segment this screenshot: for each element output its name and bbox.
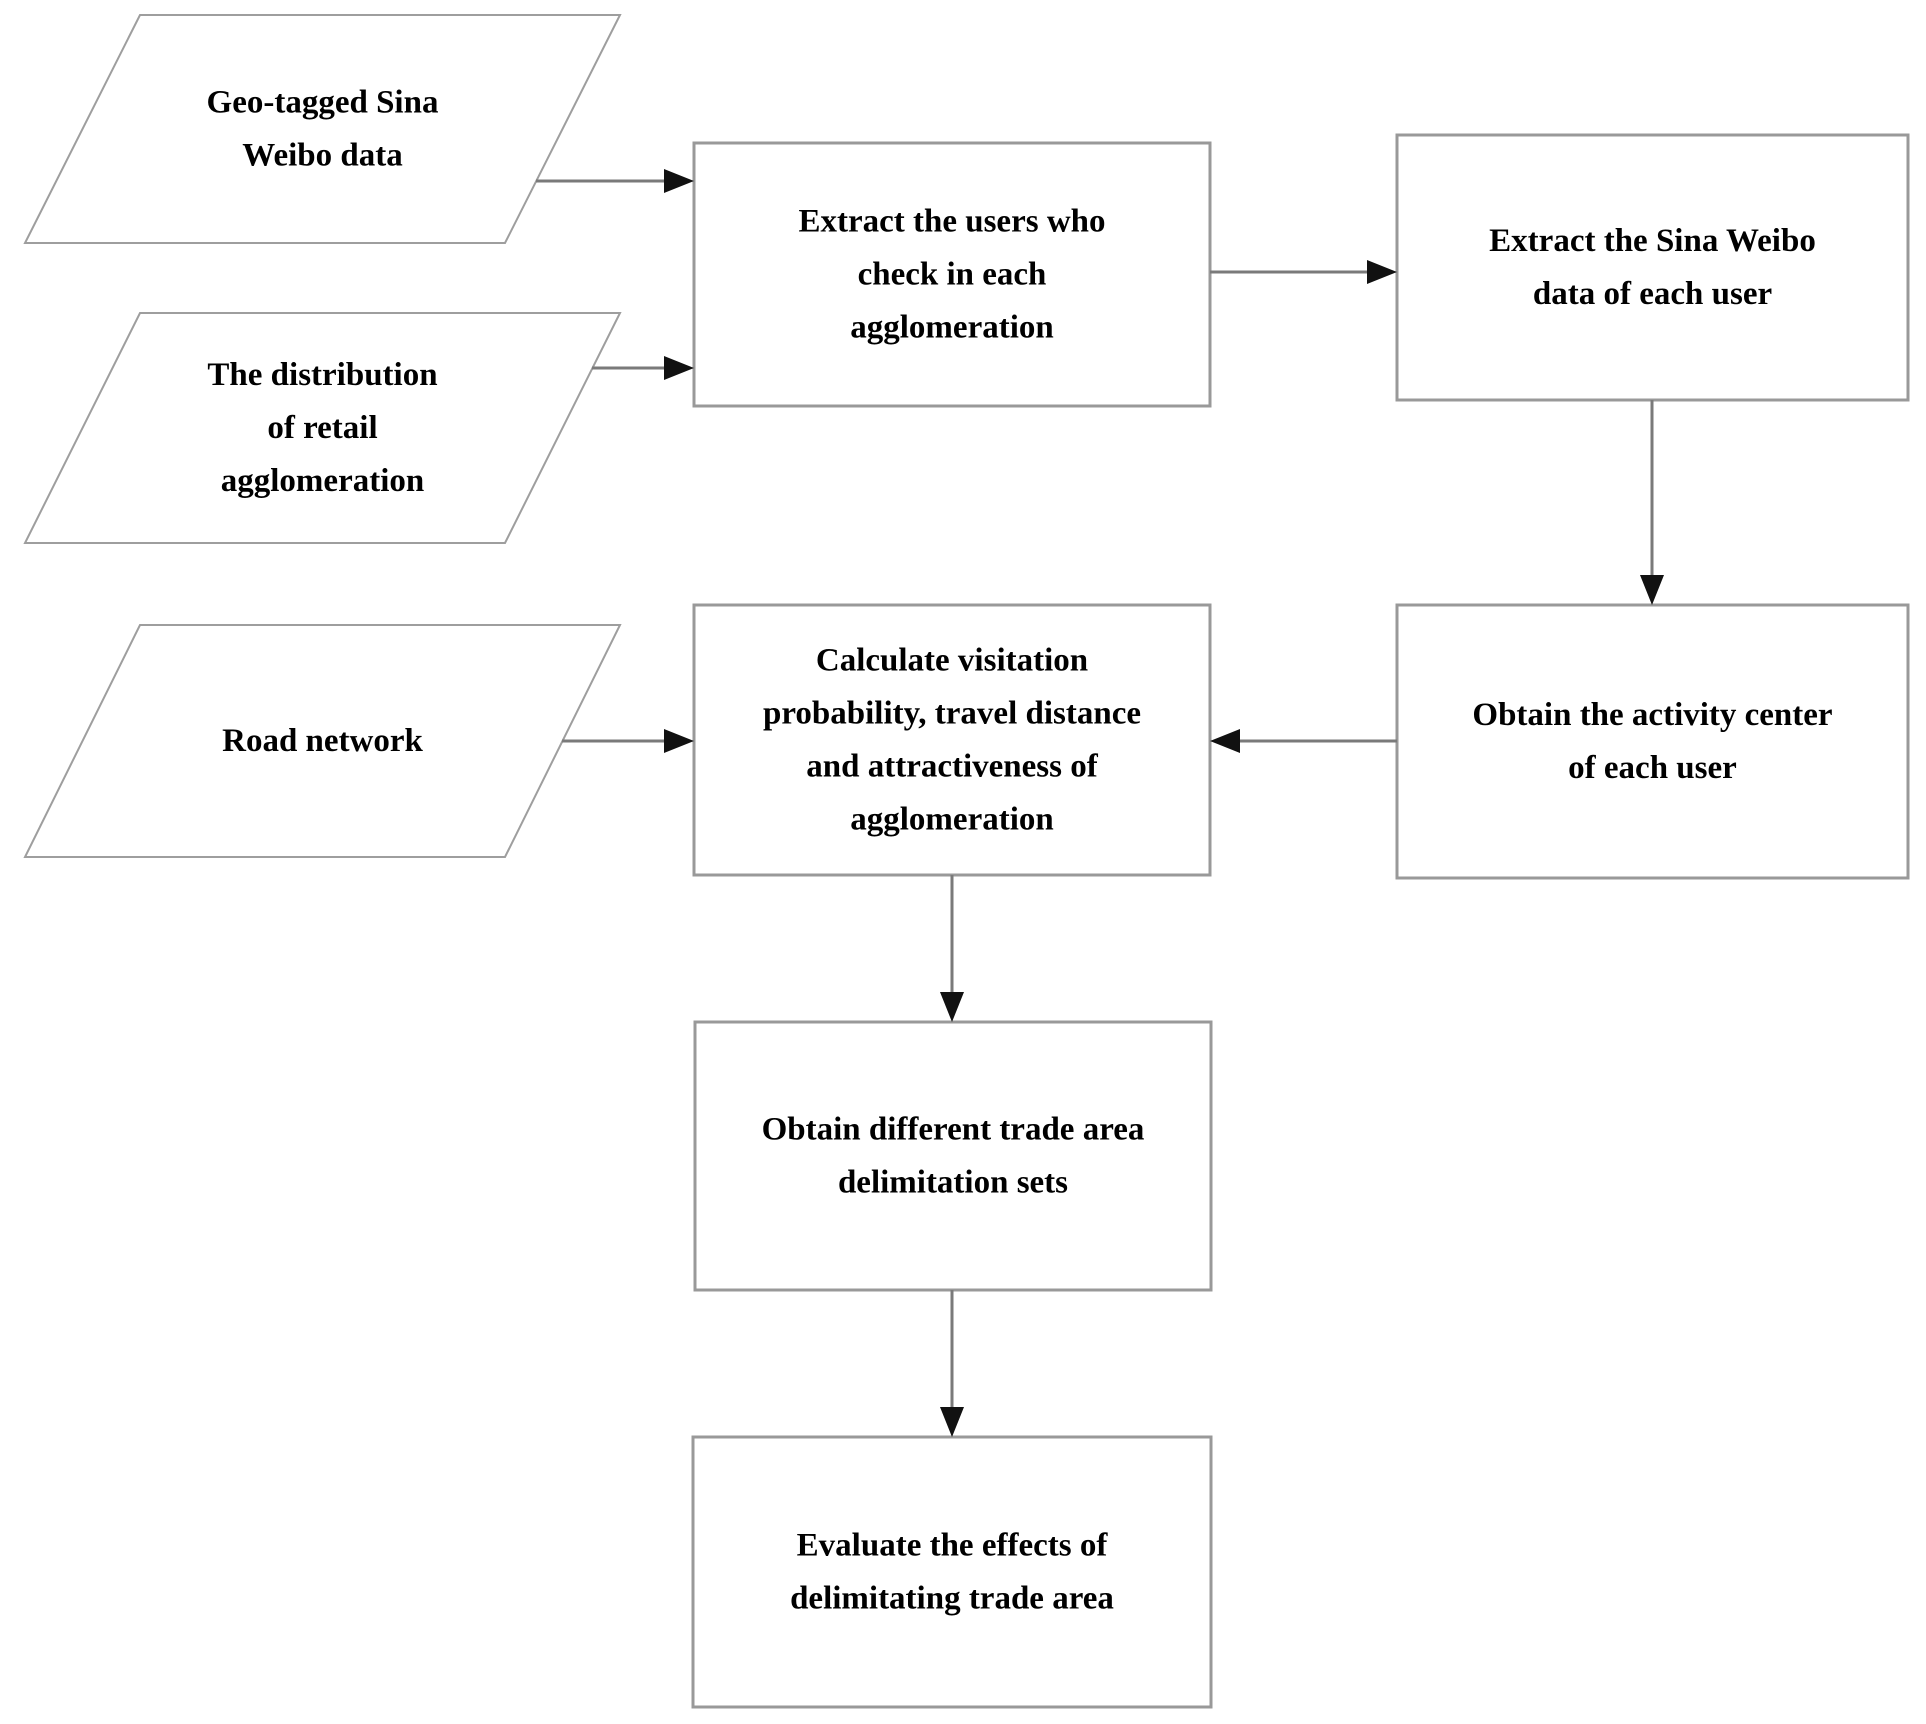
activity-center-to-calculate-arrowhead-icon <box>1210 729 1240 753</box>
extract-weibo-data-to-activity-center-arrowhead-icon <box>1640 575 1664 605</box>
calculate-visitation-probability-shape <box>692 603 1212 877</box>
extract-sina-weibo-data-of-each-user-shape <box>1395 133 1910 402</box>
extract-users-to-extract-weibo-data-arrowhead-icon <box>1367 260 1397 284</box>
edge-extract-users-to-extract-weibo-data <box>1210 260 1397 284</box>
edge-activity-center-to-calculate <box>1210 729 1397 753</box>
road-network-label: Road network <box>222 723 423 759</box>
node-road-network: Road network <box>23 624 622 858</box>
retail-distribution-to-extract-users-arrowhead-icon <box>664 356 694 380</box>
edge-road-network-to-calculate <box>562 729 694 753</box>
edge-calculate-to-delimitation-sets <box>940 875 964 1022</box>
edge-delimitation-sets-to-evaluate <box>940 1290 964 1437</box>
road-network-to-calculate-arrowhead-icon <box>664 729 694 753</box>
edge-geo-weibo-to-extract-users <box>536 169 694 193</box>
obtain-activity-center-of-each-user-shape <box>1395 603 1910 880</box>
road-network-shape <box>23 624 622 858</box>
calculate-to-delimitation-sets-arrowhead-icon <box>940 992 964 1022</box>
extract-users-who-check-in-shape <box>692 141 1212 408</box>
delimitation-sets-to-evaluate-arrowhead-icon <box>940 1407 964 1437</box>
geo-weibo-to-extract-users-arrowhead-icon <box>664 169 694 193</box>
distribution-of-retail-agglomeration-shape <box>23 312 622 544</box>
edge-retail-distribution-to-extract-users <box>592 356 694 380</box>
geo-tagged-sina-weibo-data-shape <box>23 14 622 244</box>
obtain-trade-area-delimitation-sets-shape <box>693 1020 1213 1292</box>
edge-extract-weibo-data-to-activity-center <box>1640 400 1664 605</box>
evaluate-effects-of-delimitating-trade-area-shape <box>691 1435 1213 1709</box>
